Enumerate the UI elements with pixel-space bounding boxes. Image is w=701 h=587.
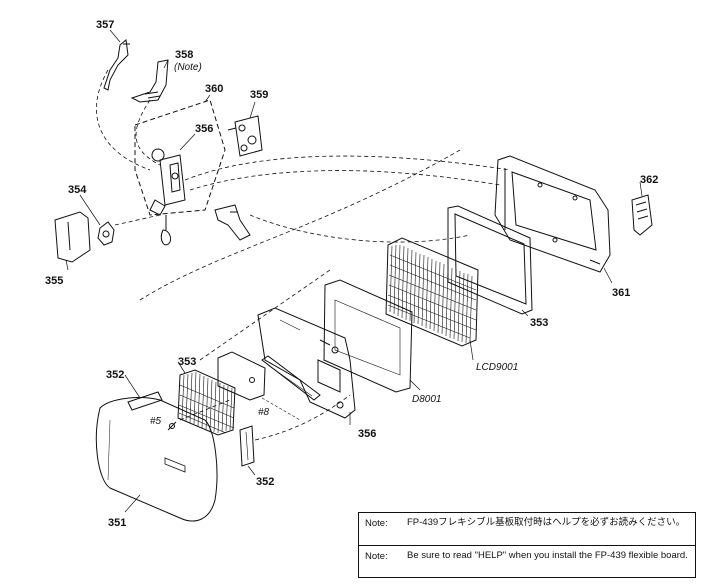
part-353-panel-lower — [177, 369, 236, 436]
note-row-japanese: Note: FP-439フレキシブル基板取付時はヘルプを必ずお読みください。 — [359, 513, 695, 546]
label-360: 360 — [205, 83, 223, 95]
label-358: 358 — [175, 49, 193, 61]
part-360-group-outline — [134, 99, 226, 216]
part-355-side-cover — [54, 211, 91, 263]
assembly-guide-lines — [96, 69, 511, 441]
label-358-note: (Note) — [174, 62, 202, 73]
label-352-right: 352 — [256, 476, 274, 488]
label-357: 357 — [96, 19, 114, 31]
part-357-bracket — [103, 39, 130, 91]
part-insulating-sheet — [217, 351, 266, 401]
label-351: 351 — [108, 517, 126, 529]
label-352-left: 352 — [106, 369, 124, 381]
part-358-flex-cable — [130, 59, 169, 103]
label-d8001: D8001 — [412, 394, 441, 405]
part-353-panel-upper — [447, 205, 533, 315]
label-356-upper: 356 — [195, 123, 213, 135]
part-352-tape-left — [127, 391, 163, 411]
part-flex-strip — [261, 355, 321, 401]
label-361: 361 — [612, 287, 630, 299]
part-352-strip-right — [239, 425, 255, 467]
note-text-english: Be sure to read "HELP" when you install … — [407, 550, 688, 561]
note-row-english: Note: Be sure to read "HELP" when you in… — [359, 546, 695, 578]
label-354: 354 — [68, 184, 87, 196]
part-362-connector — [631, 194, 653, 236]
label-screw-8: #8 — [258, 407, 270, 418]
part-361-lcd-frame — [494, 155, 611, 273]
label-screw-5: #5 — [150, 416, 162, 427]
label-355: 355 — [45, 275, 63, 287]
label-leader-lines — [65, 29, 643, 513]
label-353-lower: 353 — [178, 356, 196, 368]
screw-hardware — [167, 377, 301, 431]
part-356-hinge-upper — [149, 148, 186, 246]
label-356-lower: 356 — [358, 428, 376, 440]
label-353-upper: 353 — [530, 317, 548, 329]
part-labels: 357 358 (Note) 360 359 356 354 355 362 3… — [45, 19, 658, 529]
part-354-cap — [97, 221, 115, 246]
note-label: Note: — [365, 518, 388, 529]
part-359-hinge-plate — [227, 115, 263, 157]
note-text-japanese: FP-439フレキシブル基板取付時はヘルプを必ずお読みください。 — [407, 517, 686, 528]
label-359: 359 — [250, 89, 268, 101]
part-lcd9001-display — [385, 237, 479, 347]
note-label: Note: — [365, 551, 388, 562]
notes-box: Note: FP-439フレキシブル基板取付時はヘルプを必ずお読みください。 N… — [358, 512, 696, 578]
part-hinge-bracket-small — [214, 204, 251, 241]
label-362: 362 — [640, 174, 658, 186]
label-lcd9001: LCD9001 — [476, 362, 518, 373]
part-351-front-cover — [95, 397, 218, 522]
